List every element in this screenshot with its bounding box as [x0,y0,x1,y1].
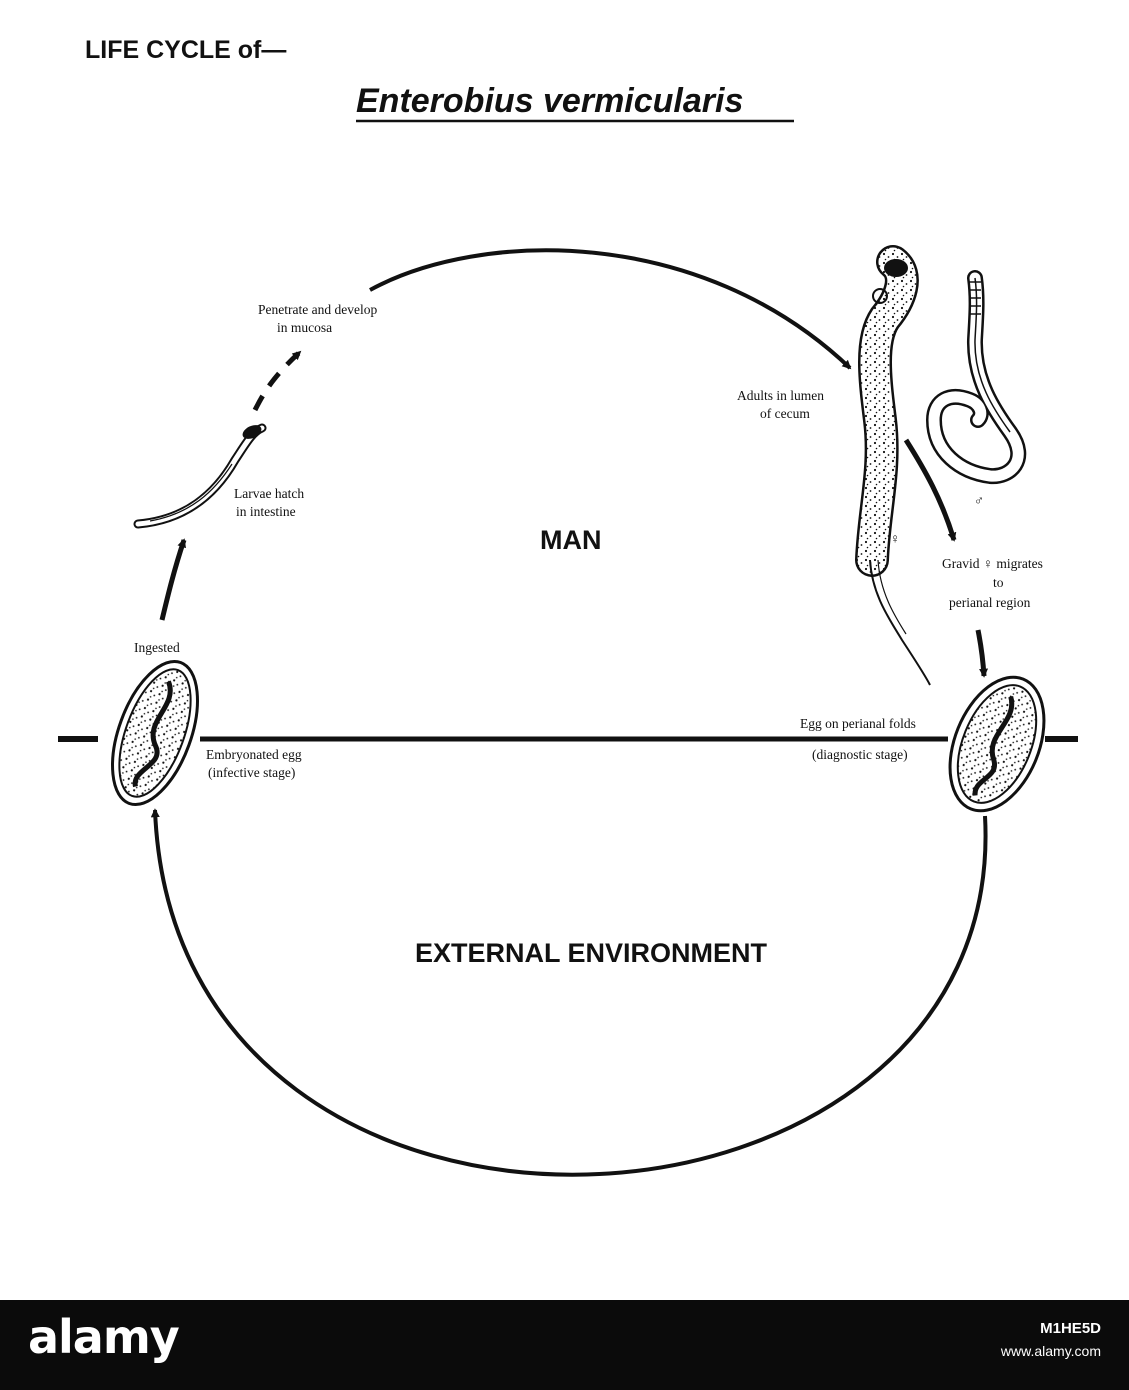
label-perianal-line1: Egg on perianal folds [800,716,916,731]
arrow-to-perianal-egg [975,629,989,678]
label-gravid-line1: Gravid ♀ migrates [942,556,1043,571]
female-worm-icon [855,245,931,686]
label-penetrate-line2: in mucosa [277,320,332,335]
watermark-info: M1HE5D www.alamy.com [1001,1320,1101,1359]
region-external-environment: EXTERNAL ENVIRONMENT [415,938,768,968]
diagram-title-line1: LIFE CYCLE of— [85,36,286,64]
egg-icon [948,675,1046,813]
label-larvae-line1: Larvae hatch [234,486,304,501]
female-symbol: ♀ [890,531,900,546]
label-embryonated-line1: Embryonated egg [206,747,302,762]
arrow-environment-return [150,808,988,1177]
watermark-image-id: M1HE5D [1040,1320,1101,1337]
region-man: MAN [540,525,602,555]
larva-icon [133,423,267,529]
egg-icon [111,659,199,807]
label-gravid-line3: perianal region [949,595,1031,610]
arrow-to-cecum [369,248,852,370]
label-adults-line1: Adults in lumen [737,388,824,403]
arrow-gravid-migration [903,438,957,542]
diagram-title-species: Enterobius vermicularis [356,82,743,120]
watermark-banner: alamy M1HE5D www.alamy.com [0,1300,1129,1390]
label-gravid-line2: to [993,575,1004,590]
male-symbol: ♂ [974,493,984,508]
label-adults-line2: of cecum [760,406,810,421]
label-ingested: Ingested [134,640,180,655]
diagram-page: LIFE CYCLE of— Enterobius vermicularis M… [58,36,1078,1177]
arrow-to-larva [159,538,187,621]
label-perianal-line2: (diagnostic stage) [812,747,908,762]
label-larvae-line2: in intestine [236,504,296,519]
male-worm-icon [925,270,1027,485]
watermark-logo: alamy [28,1310,180,1364]
label-embryonated-line2: (infective stage) [208,765,295,780]
arrow-to-mucosa [252,350,302,412]
life-cycle-diagram: LIFE CYCLE of— Enterobius vermicularis M… [58,36,1078,1177]
label-penetrate-line1: Penetrate and develop [258,302,377,317]
watermark-url: www.alamy.com [1000,1343,1101,1359]
